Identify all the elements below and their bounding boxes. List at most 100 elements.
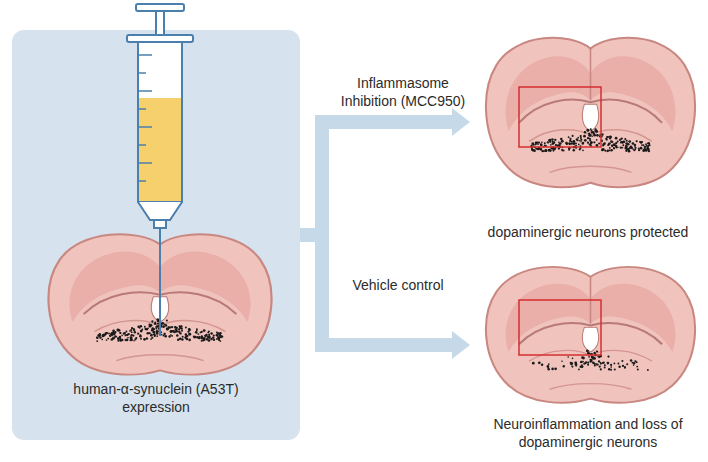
neuron-dot xyxy=(571,362,573,364)
neuron-dot xyxy=(170,330,173,333)
arrow-label: Inflammasome Inhibition (MCC950) xyxy=(333,74,473,110)
neuron-dot xyxy=(547,141,549,143)
neuron-dot xyxy=(171,335,173,337)
neuron-dot xyxy=(101,338,103,340)
neuron-dot xyxy=(201,335,203,337)
neuron-dot xyxy=(216,338,218,340)
neuron-dot xyxy=(587,362,589,364)
neuron-dot xyxy=(603,143,606,146)
neuron-dot xyxy=(568,136,570,138)
neuron-dot xyxy=(156,335,158,337)
neuron-dot xyxy=(126,334,128,336)
neuron-dot xyxy=(642,149,645,152)
neuron-dot xyxy=(610,140,613,143)
neuron-dot xyxy=(588,356,590,358)
neuron-dot xyxy=(591,356,593,358)
neuron-dot xyxy=(631,147,633,149)
neuron-dot xyxy=(176,331,178,333)
neuron-dot xyxy=(108,333,110,335)
neuron-dot xyxy=(562,140,564,142)
neuron-dot xyxy=(615,137,618,140)
neuron-dot xyxy=(150,334,153,337)
neuron-dot xyxy=(583,135,586,138)
neuron-dot xyxy=(540,143,542,145)
neuron-dot xyxy=(624,138,626,140)
neuron-dot xyxy=(620,146,622,148)
neuron-dot xyxy=(604,367,606,369)
neuron-dot xyxy=(207,336,210,339)
neuron-dot xyxy=(598,142,600,144)
neuron-dot xyxy=(151,320,153,322)
syringe-tick xyxy=(138,162,152,164)
neuron-dot xyxy=(593,134,596,137)
neuron-dot xyxy=(609,143,611,145)
neuron-dot xyxy=(613,148,615,150)
neuron-dot xyxy=(617,146,619,148)
neuron-dot xyxy=(188,339,191,342)
arrow-head xyxy=(452,331,470,359)
neuron-dot xyxy=(210,338,212,340)
neuron-dot xyxy=(219,334,221,336)
neuron-dot xyxy=(143,338,146,341)
neuron-dot xyxy=(162,325,165,328)
neuron-dot xyxy=(166,328,168,330)
neuron-dot xyxy=(593,352,596,355)
neuron-dot xyxy=(586,350,588,352)
neuron-dot xyxy=(640,147,643,150)
neuron-dot xyxy=(140,338,142,340)
brain-slice xyxy=(486,267,695,403)
neuron-dot xyxy=(627,143,630,146)
neuron-dot xyxy=(568,142,571,145)
neuron-dot xyxy=(610,366,612,368)
neuron-dot xyxy=(147,328,149,330)
neuron-dot xyxy=(595,130,598,133)
neuron-dot xyxy=(625,145,627,147)
neuron-dot xyxy=(117,329,119,331)
neuron-dot xyxy=(220,340,222,342)
brain-slice xyxy=(486,38,695,187)
neuron-dot xyxy=(155,323,157,325)
neuron-dot xyxy=(569,140,571,142)
neuron-dot xyxy=(96,337,98,339)
neuron-dot xyxy=(609,147,611,149)
neuron-dot xyxy=(554,139,556,141)
neuron-dot xyxy=(607,362,610,365)
neuron-dot xyxy=(210,332,213,335)
neuron-dot xyxy=(611,141,613,143)
neuron-dot xyxy=(634,145,636,147)
neuron-dot xyxy=(626,140,628,142)
neuron-dot xyxy=(544,149,547,152)
neuron-dot xyxy=(541,363,543,365)
neuron-dot xyxy=(131,331,133,333)
neuron-dot xyxy=(607,355,609,357)
neuron-dot xyxy=(203,329,206,332)
neuron-dot xyxy=(538,141,540,143)
neuron-dot xyxy=(573,140,576,143)
neuron-dot xyxy=(157,322,159,324)
neuron-dot xyxy=(156,330,158,332)
arrow-head xyxy=(452,108,470,136)
neuron-dot xyxy=(170,330,173,333)
neuron-dot xyxy=(619,138,621,140)
neuron-dot xyxy=(117,340,119,342)
neuron-dot xyxy=(532,150,534,152)
neuron-dot xyxy=(200,332,202,334)
neuron-dot xyxy=(604,364,606,366)
neuron-dot xyxy=(204,335,206,337)
neuron-dot xyxy=(572,135,574,137)
neuron-dot xyxy=(137,326,139,328)
neuron-dot xyxy=(584,139,587,142)
neuron-dot xyxy=(99,335,101,337)
neuron-dot xyxy=(553,141,556,144)
neuron-dot xyxy=(563,150,565,152)
neuron-dot xyxy=(565,142,568,145)
neuron-dot xyxy=(164,323,166,325)
neuron-dot xyxy=(547,142,549,144)
neuron-dot xyxy=(532,144,534,146)
neuron-dot xyxy=(606,139,608,141)
neuron-dot xyxy=(570,362,573,365)
neuron-dot xyxy=(553,147,556,150)
neuron-dot xyxy=(647,369,649,371)
neuron-dot xyxy=(597,356,599,358)
flow-arrow xyxy=(300,235,470,359)
